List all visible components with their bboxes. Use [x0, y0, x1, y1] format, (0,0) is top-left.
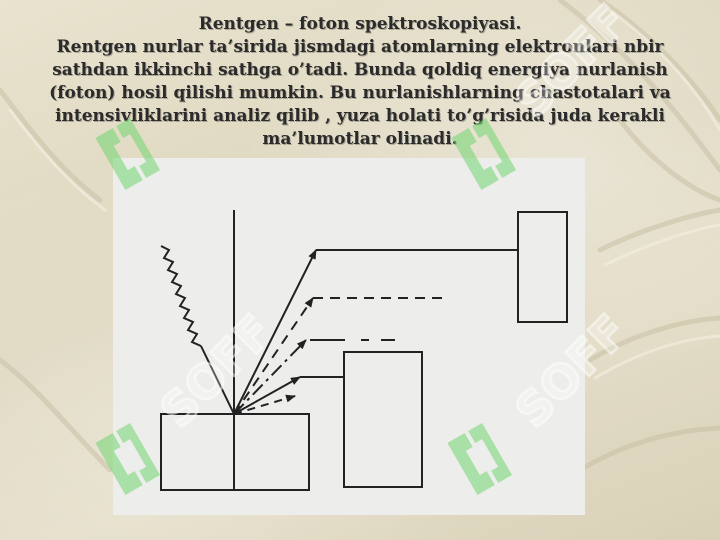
slide-title: Rentgen – foton spektroskopiyasi. — [198, 14, 522, 34]
analyzer-box — [343, 351, 423, 488]
emitted-ray-solid-2 — [233, 376, 301, 415]
incident-xray-zigzag — [160, 245, 202, 347]
emitted-ray-solid-1 — [233, 249, 317, 415]
xray-photon-spectroscopy-diagram — [113, 158, 585, 515]
diagram-drawing — [160, 210, 568, 491]
incident-xray-line — [200, 345, 235, 415]
emitted-ray-dashdot-1 — [233, 339, 307, 415]
slide-body-text: Rentgen nurlar ta’sirida jismdagi atomla… — [49, 37, 671, 149]
emitted-ray-dashed-1 — [233, 297, 314, 415]
slide-text-block: Rentgen – foton spektroskopiyasi. Rentge… — [40, 12, 680, 151]
emitted-ray-dashed-2 — [233, 394, 296, 415]
detector-box — [517, 211, 568, 323]
